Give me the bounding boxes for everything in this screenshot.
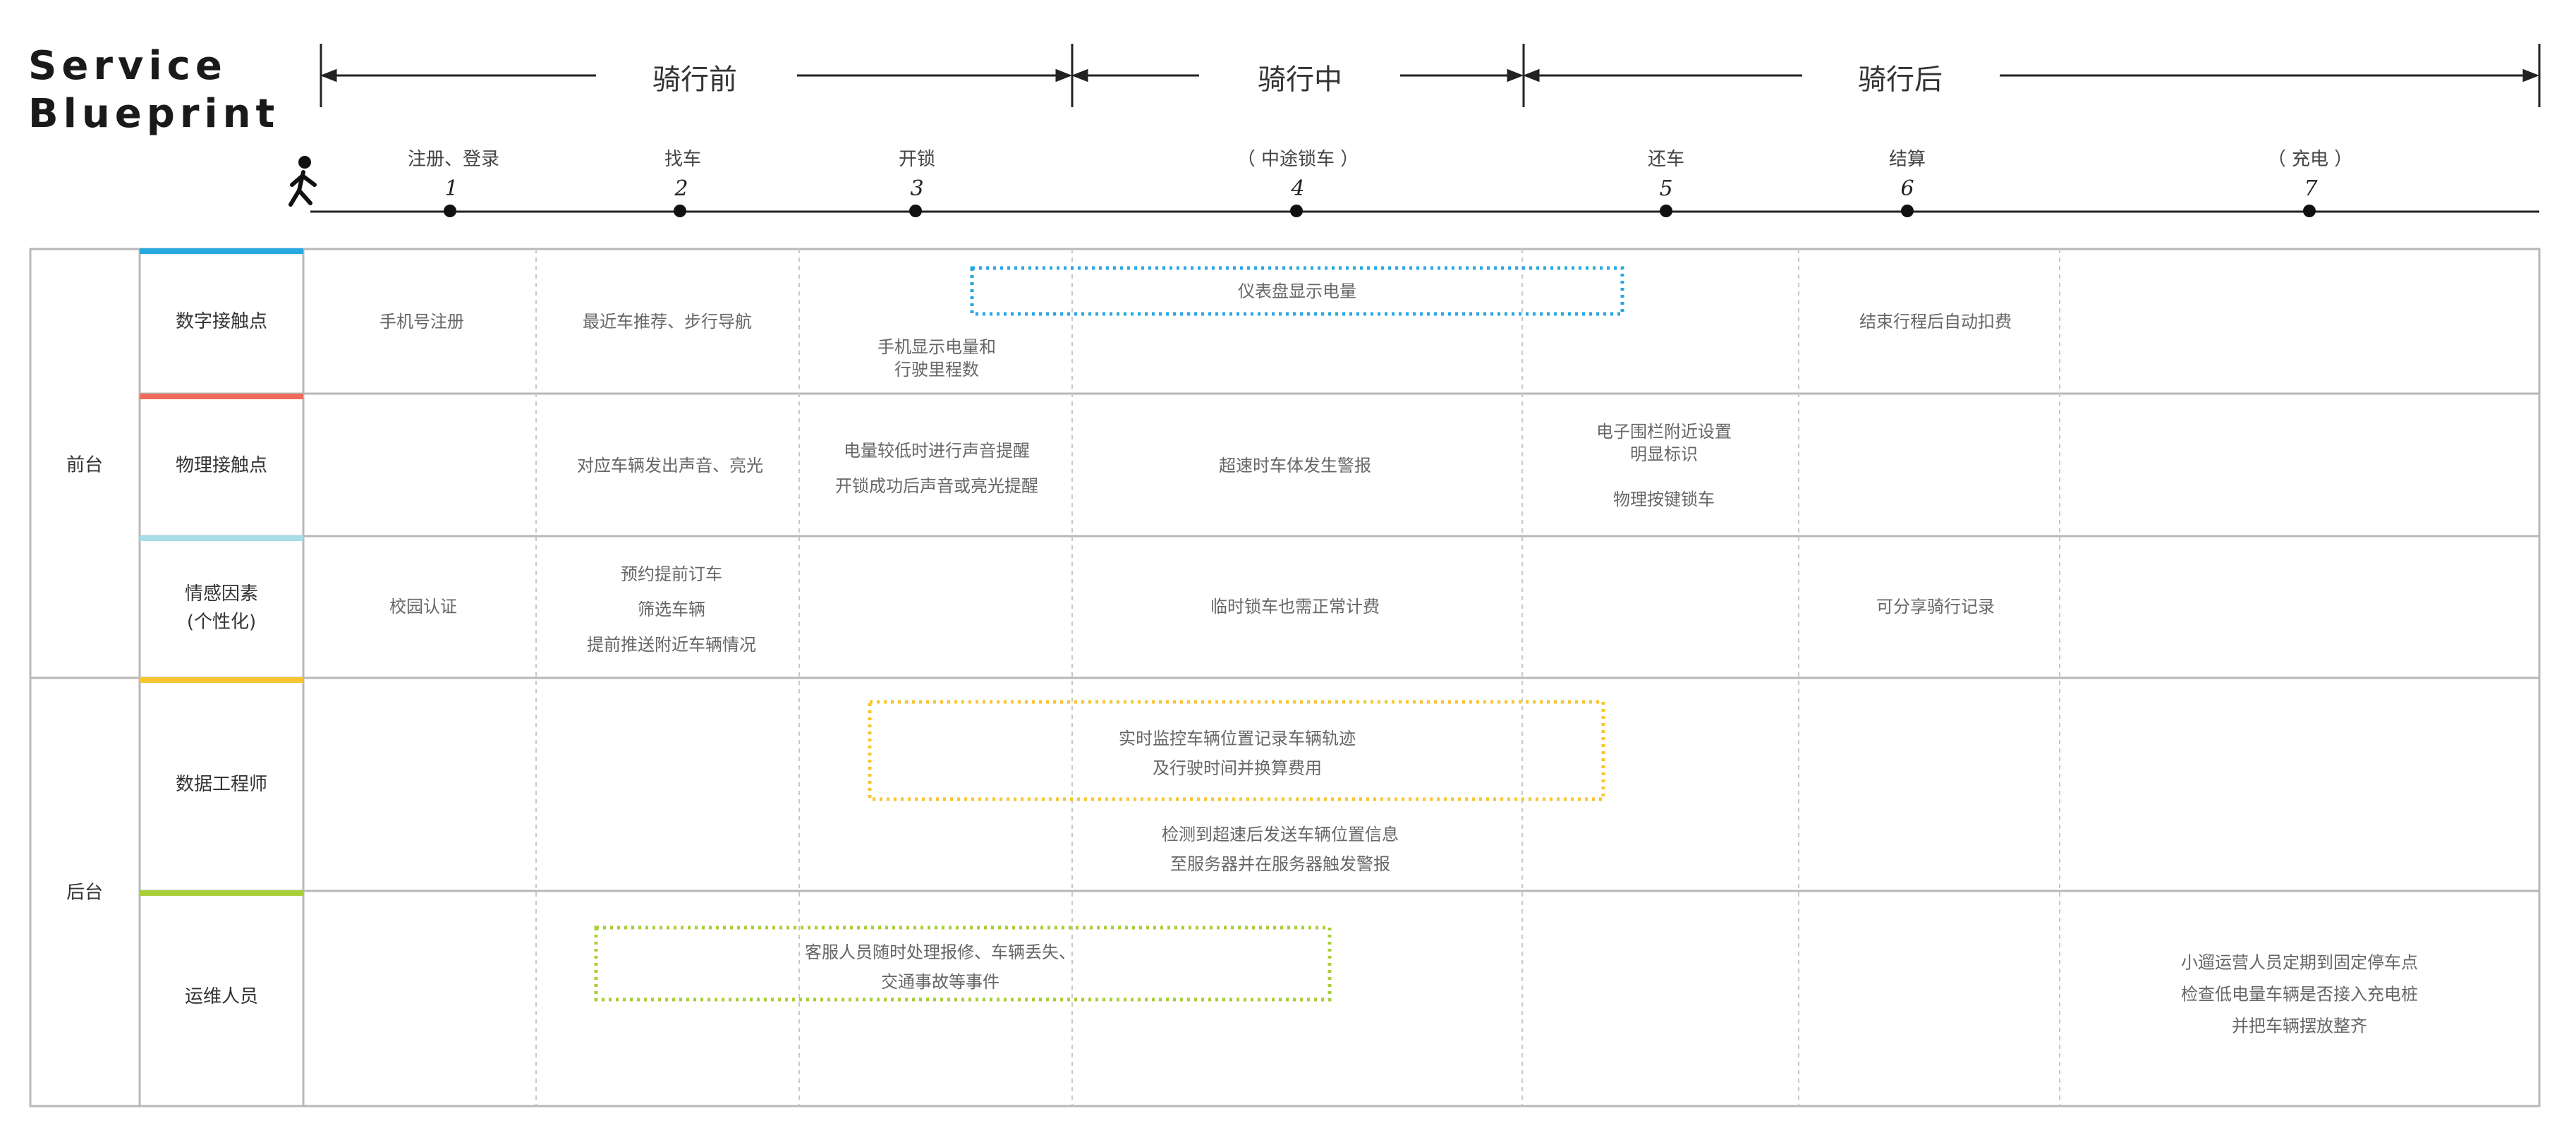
row-label-digital: 数字接触点: [175, 311, 268, 332]
side-label-front: 前台: [66, 454, 104, 476]
title-line-1: Service: [28, 43, 227, 89]
cell-digital-unlock: 手机显示电量和 行驶里程数: [877, 337, 996, 380]
cell-data-speed: 检测到超速后发送车辆位置信息 至服务器并在服务器触发警报: [1162, 825, 1399, 874]
cell-digital-dashboard: 仪表盘显示电量: [1238, 281, 1356, 301]
step-num-3: 3: [910, 176, 924, 201]
step-num-2: 2: [674, 176, 688, 201]
row-label-emotion: 情感因素 (个性化): [184, 583, 259, 633]
step-dot-2: [674, 205, 686, 217]
step-num-4: 4: [1291, 176, 1305, 201]
monitor-box: [868, 700, 1605, 801]
step-name-3: 开锁: [898, 149, 936, 170]
row-label-data: 数据工程师: [175, 774, 268, 795]
row-label-ops: 运维人员: [184, 986, 259, 1007]
cell-ops-charge: 小遛运营人员定期到固定停车点 检查低电量车辆是否接入充电桩 并把车辆摆放整齐: [2181, 952, 2418, 1036]
row-label-physical: 物理接触点: [175, 455, 268, 476]
step-name-6: 结算: [1888, 149, 1926, 170]
side-label-back: 后台: [66, 882, 104, 904]
cell-emotion-find: 预约提前订车 筛选车辆 提前推送附近车辆情况: [587, 564, 756, 655]
phase-after: 骑行后: [1851, 56, 1950, 97]
column-separators: [535, 249, 2060, 1106]
step-dot-1: [444, 205, 456, 217]
step-num-1: 1: [444, 176, 458, 201]
cell-physical-return: 电子围栏附近设置 明显标识 物理按键锁车: [1596, 422, 1732, 509]
step-num-6: 6: [1900, 176, 1914, 201]
step-dot-3: [909, 205, 922, 217]
cell-ops-service: 客服人员随时处理报修、车辆丢失、 交通事故等事件: [805, 942, 1076, 992]
step-dot-4: [1290, 205, 1303, 217]
cell-digital-find: 最近车推荐、步行导航: [583, 312, 752, 332]
cell-emotion-register: 校园认证: [389, 597, 457, 617]
step-dot-6: [1901, 205, 1914, 217]
step-num-5: 5: [1659, 176, 1673, 201]
step-num-7: 7: [2304, 176, 2318, 201]
service-box: [594, 925, 1332, 1002]
cell-physical-mid: 超速时车体发生警报: [1219, 456, 1371, 475]
cell-physical-unlock: 电量较低时进行声音提醒 开锁成功后声音或亮光提醒: [835, 441, 1038, 496]
phase-before: 骑行前: [645, 56, 744, 97]
step-dot-5: [1660, 205, 1672, 217]
step-name-1: 注册、登录: [407, 149, 500, 170]
cell-digital-register: 手机号注册: [379, 312, 464, 332]
step-dot-7: [2303, 205, 2316, 217]
step-name-4: （ 中途锁车 ）: [1237, 149, 1359, 170]
step-name-5: 还车: [1647, 149, 1685, 170]
cell-physical-find: 对应车辆发出声音、亮光: [577, 456, 763, 475]
cell-data-monitor: 实时监控车辆位置记录车辆轨迹 及行驶时间并换算费用: [1119, 729, 1356, 778]
dashboard-box: [970, 266, 1624, 316]
step-name-2: 找车: [664, 149, 702, 170]
title-line-2: Blueprint: [28, 91, 280, 137]
phase-during: 骑行中: [1251, 56, 1349, 97]
cell-emotion-mid: 临时锁车也需正常计费: [1210, 597, 1380, 617]
cell-emotion-settle: 可分享骑行记录: [1876, 597, 1995, 617]
walking-person-icon: [288, 156, 317, 207]
step-name-7: （ 充电 ）: [2267, 149, 2353, 170]
cell-digital-settle: 结束行程后自动扣费: [1859, 312, 2012, 332]
page-title: Service Blueprint: [28, 42, 279, 138]
